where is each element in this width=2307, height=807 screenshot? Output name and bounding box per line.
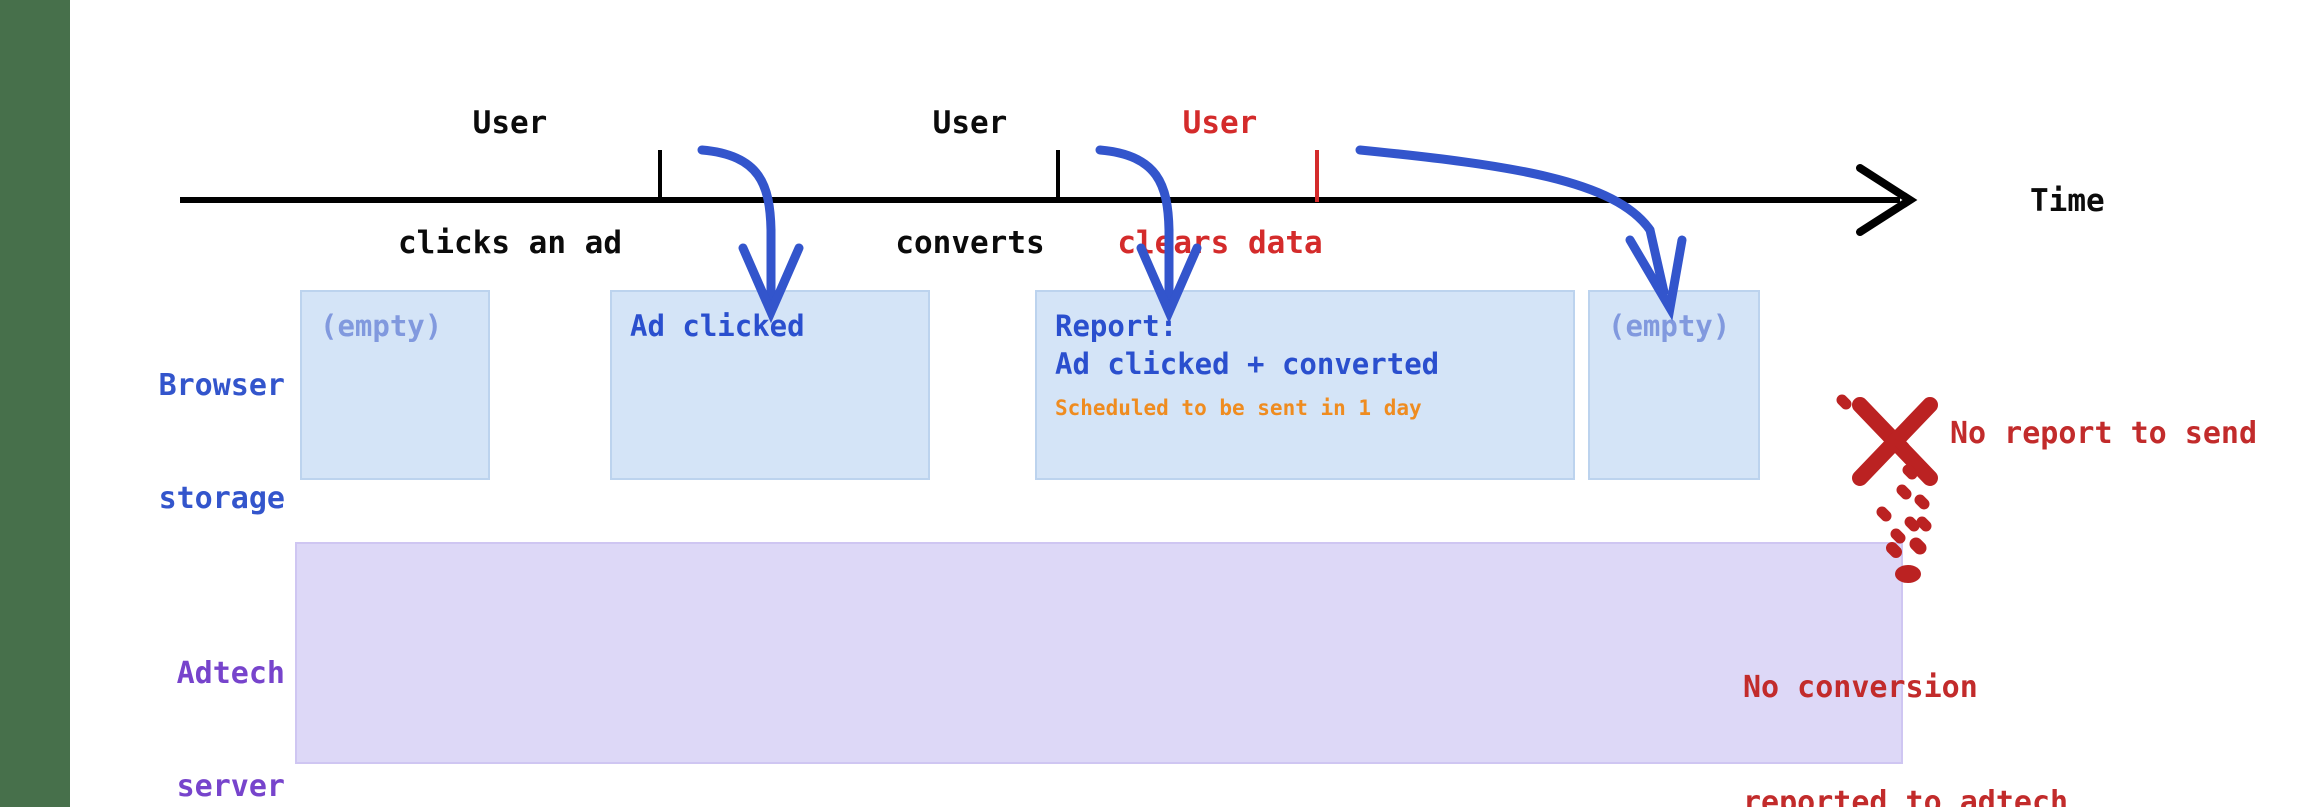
dotted-trail-dot-3 [1896,484,1912,500]
storage-box-2-line-1: Ad clicked [630,309,805,343]
time-axis-arrowhead-icon [1856,164,1918,236]
blocked-cross-icon-stroke-b [1852,397,1938,486]
dotted-trail-dot-6 [1904,516,1920,532]
storage-box-empty-cleared: (empty) [1588,290,1760,480]
annotation-no-conversion-line1: No conversion [1743,669,1978,705]
storage-box-ad-clicked: Ad clicked [610,290,930,480]
event-label-clear-line1: User [1182,104,1258,141]
row-label-browser-storage: Browser storage [70,292,285,592]
event-label-click-line2: clicks an ad [398,225,622,262]
annotation-no-conversion-line2: reported to adtech [1743,784,2069,807]
dotted-trail-dot-8 [1890,528,1906,544]
event-label-click-line1: User [472,104,548,141]
row-label-adtech-line1: Adtech [176,656,285,691]
annotation-no-report-to-send: No report to send [1950,416,2258,451]
row-label-adtech-server: Adtech server [70,580,285,807]
blocked-cross-icon-stroke-a [1852,397,1938,486]
event-label-convert-line1: User [932,104,1008,141]
time-axis-label: Time [2030,183,2105,219]
storage-box-empty-initial: (empty) [300,290,490,480]
storage-box-1-line-1: (empty) [320,309,443,343]
left-edge-band [0,0,70,807]
dotted-trail-dot-1 [1894,437,1910,453]
diagram-content: User clicks an ad User converts User cle… [70,0,2307,807]
dotted-trail-dot-7 [1916,516,1932,532]
adtech-server-box [295,542,1903,764]
row-label-browser-line1: Browser [158,368,285,403]
row-label-adtech-line2: server [176,768,285,804]
storage-box-4-line-1: (empty) [1608,309,1731,343]
dotted-trail-dot-0 [1836,394,1852,410]
dotted-trail-dot-9 [1909,537,1927,555]
annotation-no-conversion-reported: No conversion reported to adtech [1743,592,2068,807]
dotted-trail-dot-2 [1902,464,1918,480]
event-label-clear-line2: clears data [1117,225,1323,262]
storage-box-3-line-2: Ad clicked + converted [1055,346,1440,381]
dotted-trail-dot-4 [1914,494,1930,510]
event-label-convert-line2: converts [895,225,1045,262]
storage-box-3-line-1: Report: [1055,309,1178,343]
event-label-convert: User converts [860,22,1080,344]
arrow-clear-to-storage [1355,145,1669,297]
arrow-click-to-storage [697,145,776,305]
event-label-click: User clicks an ad [350,22,670,344]
storage-box-report-pending: Report: Ad clicked + converted Scheduled… [1035,290,1575,480]
row-label-browser-line2: storage [158,480,285,516]
storage-box-3-note: Scheduled to be sent in 1 day [1055,396,1422,421]
dotted-trail-dot-5 [1876,506,1892,522]
